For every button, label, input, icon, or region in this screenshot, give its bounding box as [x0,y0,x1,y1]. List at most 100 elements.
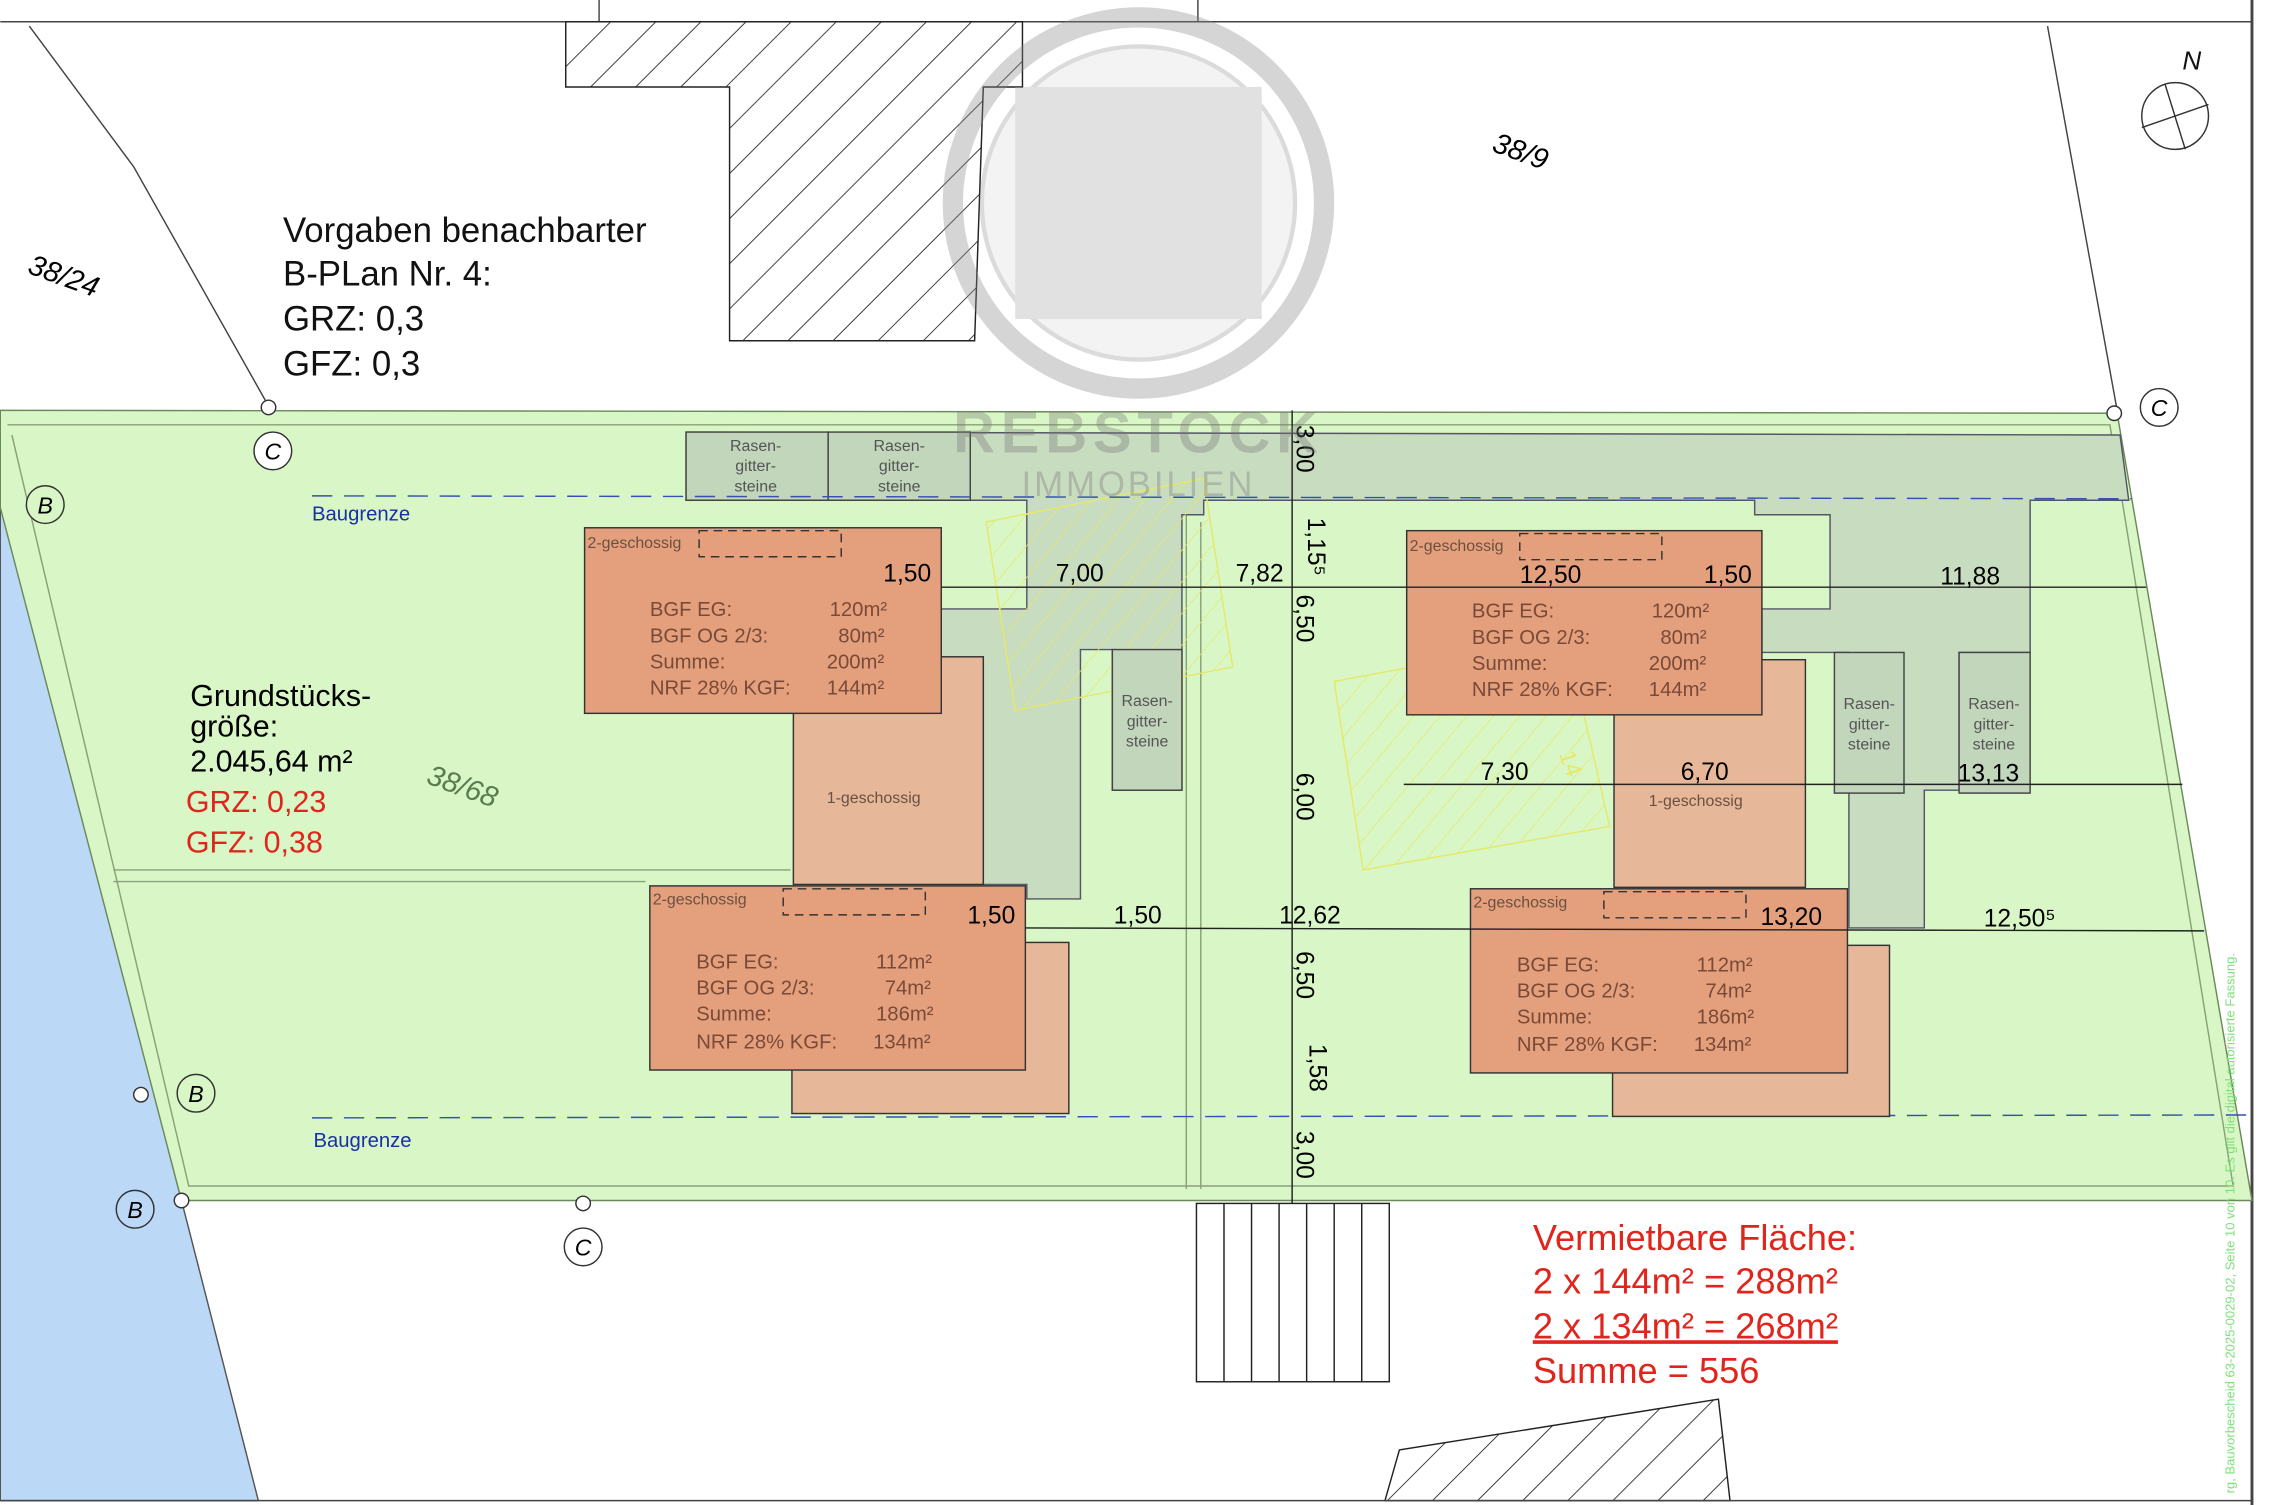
rentable-area-block: Vermietbare Fläche:2 x 144m² = 288m² 2 x… [1533,1217,1857,1391]
watermark-logo: REBSTOCK IMMOBILIEN [942,7,1335,504]
svg-text:74m²: 74m² [885,978,931,1000]
baugrenze-label: Baugrenze [312,504,410,526]
svg-text:Summe = 556: Summe = 556 [1533,1350,1760,1391]
svg-text:Rasen-: Rasen- [1844,696,1895,713]
svg-text:steine: steine [1973,737,2016,754]
svg-text:gitter-: gitter- [1127,713,1168,730]
svg-text:BGF OG 2/3:: BGF OG 2/3: [650,625,768,647]
svg-text:Summe:: Summe: [696,1004,772,1026]
svg-text:Rasen-: Rasen- [1121,693,1172,710]
svg-text:Rasen-: Rasen- [1968,696,2019,713]
svg-text:BGF EG:: BGF EG: [1517,954,1599,976]
svg-text:steine: steine [1126,734,1169,751]
svg-text:Vermietbare Fläche:: Vermietbare Fläche: [1533,1217,1857,1258]
svg-text:6,50: 6,50 [1290,951,1317,999]
building-2-data: BGF EG: 112m² BGF OG 2/3: 74m² Summe: 186m²… [696,952,934,1054]
baugrenze-label: Baugrenze [313,1130,411,1152]
svg-text:1-geschossig: 1-geschossig [827,790,921,807]
svg-text:NRF 28% KGF:: NRF 28% KGF: [1517,1034,1658,1056]
svg-text:6,00: 6,00 [1290,773,1317,821]
svg-text:74m²: 74m² [1705,981,1751,1003]
survey-markers: C C C B B B [25,387,2179,1267]
svg-text:B: B [188,1081,203,1107]
svg-text:12,50: 12,50 [1520,562,1582,589]
two-storey-parts [583,527,1849,1074]
north-arrow-icon: N [2141,46,2210,151]
svg-text:C: C [264,439,281,465]
svg-text:N: N [2182,46,2201,76]
svg-text:80m²: 80m² [838,625,884,647]
svg-text:2 x 144m² = 288m²: 2 x 144m² = 288m² [1533,1260,1838,1301]
svg-text:200m²: 200m² [827,651,885,673]
svg-text:186m²: 186m² [1697,1007,1755,1029]
building-1-data: BGF EG:120m² BGF OG 2/3:80m² Summe:200m²… [650,599,888,699]
svg-text:2-geschossig: 2-geschossig [1473,895,1567,912]
svg-text:BGF OG 2/3:: BGF OG 2/3: [696,978,814,1000]
site-info-block: Grundstücks-größe: 2.045,64 m² GRZ: 0,23… [186,679,371,859]
svg-text:C: C [2151,395,2168,421]
svg-text:Summe:: Summe: [1517,1007,1593,1029]
svg-text:gitter-: gitter- [735,458,776,475]
svg-text:1,50: 1,50 [1114,903,1162,930]
svg-text:steine: steine [1848,737,1891,754]
svg-text:IMMOBILIEN: IMMOBILIEN [1022,466,1256,504]
svg-text:NRF 28% KGF:: NRF 28% KGF: [1472,679,1613,701]
svg-text:Rasen-: Rasen- [874,438,925,455]
svg-text:B: B [127,1197,142,1223]
neighbour-building [565,21,1024,342]
svg-text:NRF 28% KGF:: NRF 28% KGF: [650,678,791,700]
svg-text:REBSTOCK: REBSTOCK [953,401,1324,465]
svg-text:gitter-: gitter- [879,458,920,475]
svg-text:120m²: 120m² [830,599,888,621]
svg-text:BGF EG:: BGF EG: [696,952,778,974]
building-4-data: BGF EG:112m² BGF OG 2/3:74m² Summe:186m²… [1517,954,1755,1056]
svg-text:2-geschossig: 2-geschossig [1410,538,1504,555]
svg-text:BGF OG 2/3:: BGF OG 2/3: [1517,981,1635,1003]
svg-text:6,50: 6,50 [1290,594,1317,642]
dimension-labels: 1,50 7,00 7,82 12,50 1,50 11,88 7,30 6,70 13… [883,425,2055,1179]
svg-text:GFZ: 0,38: GFZ: 0,38 [186,826,323,860]
svg-text:2.045,64 m²: 2.045,64 m² [190,744,352,778]
svg-text:BGF OG 2/3:: BGF OG 2/3: [1472,627,1590,649]
svg-text:13,20: 13,20 [1760,904,1822,931]
svg-text:134m²: 134m² [873,1031,931,1053]
svg-text:7,82: 7,82 [1236,560,1284,587]
svg-text:größe:: größe: [190,710,278,744]
dimension-lines [941,410,2205,1204]
svg-text:Vorgaben benachbarter: Vorgaben benachbarter [283,212,647,250]
svg-text:B-PLan Nr. 4:: B-PLan Nr. 4: [283,256,492,294]
svg-text:1,15⁵: 1,15⁵ [1302,518,1329,576]
rasengitter-labels: Rasen-gitter-steine Rasen-gitter-steine … [730,438,2020,754]
svg-text:6,70: 6,70 [1681,759,1729,786]
svg-text:Summe:: Summe: [1472,653,1548,675]
svg-text:11,88: 11,88 [1940,563,2000,590]
svg-text:1,50: 1,50 [883,560,931,587]
svg-text:80m²: 80m² [1660,627,1706,649]
svg-text:GRZ: 0,3: GRZ: 0,3 [283,301,424,339]
svg-text:200m²: 200m² [1649,653,1707,675]
svg-text:GRZ: 0,23: GRZ: 0,23 [186,785,326,819]
svg-text:2 x 134m² = 268m²: 2 x 134m² = 268m² [1533,1305,1838,1346]
svg-text:2-geschossig: 2-geschossig [653,892,747,909]
svg-text:186m²: 186m² [876,1004,934,1026]
svg-text:7,30: 7,30 [1481,759,1529,786]
svg-text:12,50⁵: 12,50⁵ [1984,905,2056,932]
svg-text:NRF 28% KGF:: NRF 28% KGF: [696,1031,837,1053]
svg-text:1,50: 1,50 [967,903,1015,930]
svg-text:Rasen-: Rasen- [730,438,781,455]
svg-text:gitter-: gitter- [1974,716,2015,733]
side-note: rg, Bauvorbescheid 63-2025-0029-02, Seit… [2223,953,2238,1493]
neighbour-building-south [1195,1202,1391,1383]
svg-text:3,00: 3,00 [1290,1131,1317,1179]
svg-text:112m²: 112m² [876,952,932,974]
svg-text:BGF EG:: BGF EG: [650,599,732,621]
svg-text:steine: steine [878,479,921,496]
svg-text:1,58: 1,58 [1304,1044,1331,1092]
svg-text:Grundstücks-: Grundstücks- [190,679,371,713]
building-3-data: BGF EG:120m² BGF OG 2/3:80m² Summe:200m²… [1472,601,1710,701]
svg-text:7,00: 7,00 [1056,560,1104,587]
svg-text:3,00: 3,00 [1290,425,1317,473]
svg-text:12,62: 12,62 [1279,903,1341,930]
